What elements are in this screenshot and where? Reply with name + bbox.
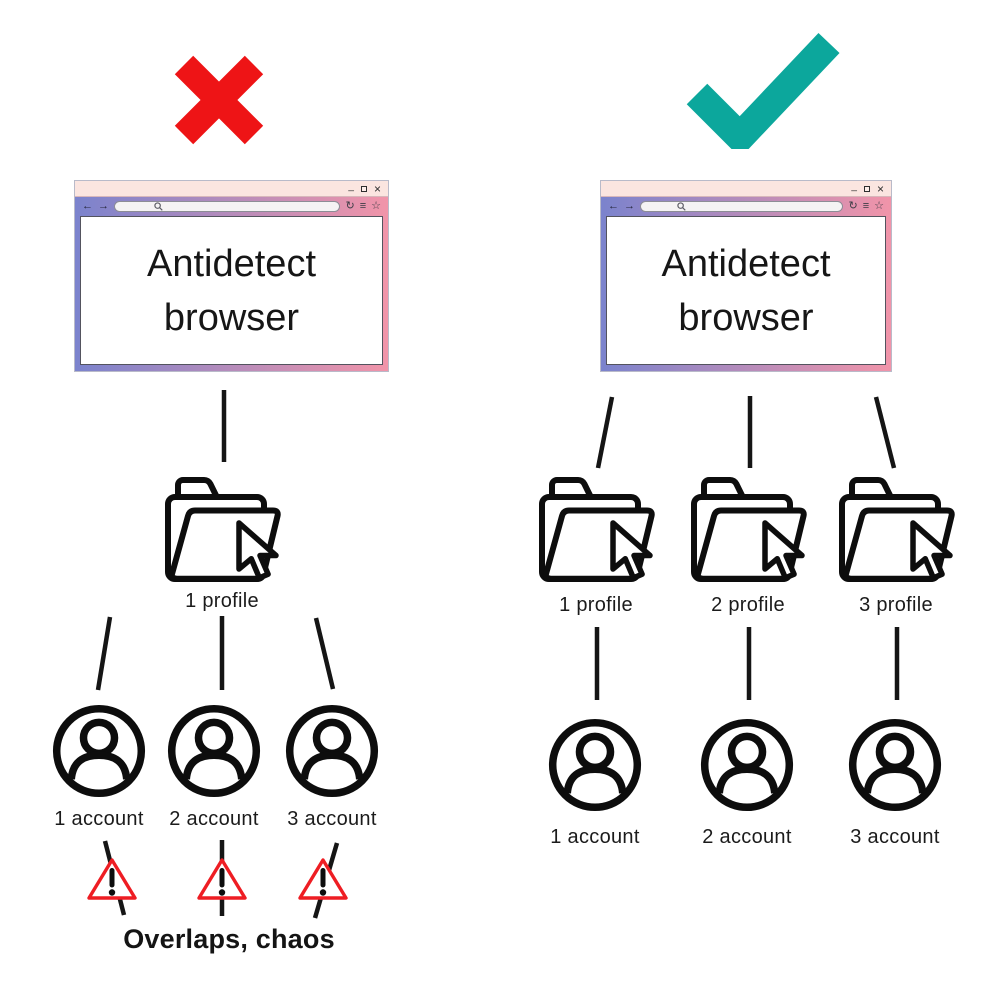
bookmark-icon: ☆ xyxy=(874,200,884,212)
cursor-icon xyxy=(236,520,279,581)
profile-label: 2 profile xyxy=(711,594,785,616)
cursor-icon xyxy=(762,520,805,581)
titlebar: _ × xyxy=(601,181,891,197)
minimize-icon: _ xyxy=(348,180,354,192)
account-icon xyxy=(848,718,942,812)
url-bar xyxy=(640,201,844,212)
refresh-icon: ↻ xyxy=(848,200,858,212)
browser-title-line: browser xyxy=(678,296,814,339)
back-icon: ← xyxy=(608,200,619,212)
browser-title-line: Antidetect xyxy=(661,242,831,285)
url-bar xyxy=(114,201,341,212)
cursor-icon xyxy=(910,520,953,581)
cursor-icon xyxy=(610,520,653,581)
warning-icon xyxy=(298,858,348,900)
bookmark-icon: ☆ xyxy=(371,200,381,212)
browser-window-left: _ × ← → ↻ ≡ ☆ Antidetect browser xyxy=(74,180,389,372)
browser-title-line: browser xyxy=(163,296,300,339)
account-label: 1 account xyxy=(54,808,144,830)
back-icon: ← xyxy=(82,200,93,212)
profile-folder-icon xyxy=(839,477,955,582)
browser-content: Antidetect browser xyxy=(80,216,383,365)
account-label: 2 account xyxy=(169,808,259,830)
account-icon xyxy=(548,718,642,812)
account-label: 1 account xyxy=(550,826,640,848)
search-icon xyxy=(677,202,686,211)
menu-icon: ≡ xyxy=(359,200,367,212)
warning-icon xyxy=(197,858,247,900)
warning-icon xyxy=(87,858,137,900)
browser-content: Antidetect browser xyxy=(606,216,886,365)
browser-window-right: _ × ← → ↻ ≡ ☆ Antidetect browser xyxy=(600,180,892,372)
maximize-icon xyxy=(863,185,870,192)
profile-folder-icon xyxy=(539,477,655,582)
account-icon xyxy=(167,704,261,798)
profile-folder-icon xyxy=(691,477,807,582)
search-icon xyxy=(154,202,163,211)
account-icon xyxy=(700,718,794,812)
caption: Overlaps, chaos xyxy=(123,924,335,954)
minimize-icon: _ xyxy=(851,180,857,192)
account-icon xyxy=(285,704,379,798)
toolbar: ← → ↻ ≡ ☆ xyxy=(601,197,891,216)
close-icon: × xyxy=(373,181,381,196)
toolbar: ← → ↻ ≡ ☆ xyxy=(75,197,388,216)
account-label: 3 account xyxy=(287,808,377,830)
browser-title-line: Antidetect xyxy=(147,242,316,285)
account-label: 3 account xyxy=(850,826,940,848)
profile-label: 1 profile xyxy=(185,590,259,612)
forward-icon: → xyxy=(98,200,109,212)
account-label: 2 account xyxy=(702,826,792,848)
profile-label: 3 profile xyxy=(859,594,933,616)
forward-icon: → xyxy=(624,200,635,212)
profile-folder-icon xyxy=(165,477,281,582)
maximize-icon xyxy=(360,185,367,192)
refresh-icon: ↻ xyxy=(345,200,355,212)
titlebar: _ × xyxy=(75,181,388,197)
account-icon xyxy=(52,704,146,798)
cross-icon xyxy=(174,55,264,145)
profile-label: 1 profile xyxy=(559,594,633,616)
check-icon xyxy=(686,33,840,149)
menu-icon: ≡ xyxy=(862,200,870,212)
close-icon: × xyxy=(876,181,884,196)
